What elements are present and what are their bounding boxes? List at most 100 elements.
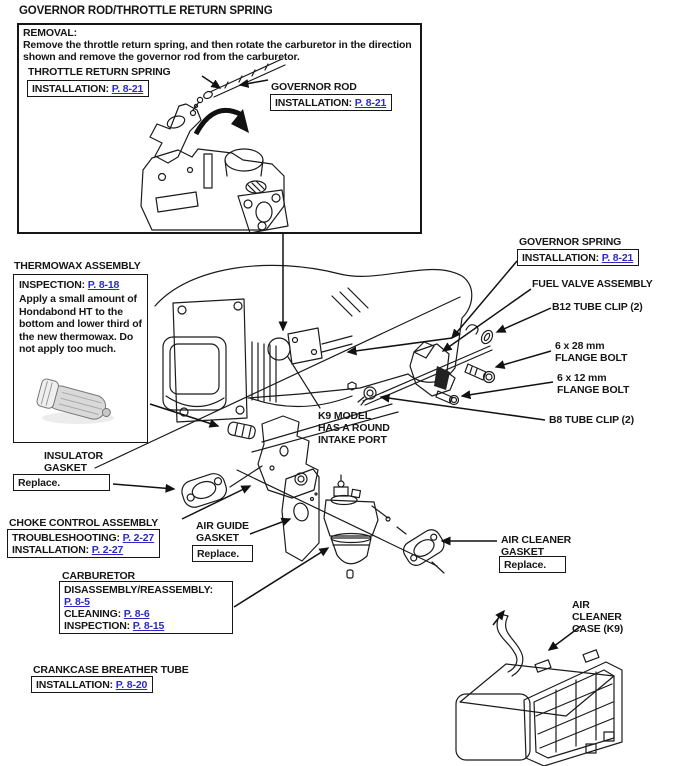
bolt-6x28-type: FLANGE BOLT [555,352,628,364]
governor-rod-install-link[interactable]: P. 8-21 [354,97,387,109]
air-cleaner-case-line3: CASE (K9) [572,623,624,635]
leader-air-guide-gasket [249,517,292,535]
governor-spring-ref-prefix: INSTALLATION: [522,252,602,264]
removal-heading: REMOVAL: [23,27,78,39]
carburetor-ref-box: DISASSEMBLY/REASSEMBLY: P. 8-5 CLEANING:… [59,581,233,634]
crankcase-breather-install-link[interactable]: P. 8-20 [115,679,148,691]
leader-6x28-bolt [494,350,552,369]
leader-b8-clip [379,393,546,421]
leader-insulator-gasket [112,483,176,493]
throttle-return-spring-ref-box: INSTALLATION: P. 8-21 [27,80,150,97]
breather-tube-drawing [492,609,524,677]
leader-governor-spring-1 [451,260,518,340]
thermowax-label: THERMOWAX ASSEMBLY [14,260,141,272]
air-cleaner-case-line2: CLEANER [572,611,622,623]
page-title: GOVERNOR ROD/THROTTLE RETURN SPRING [19,5,273,17]
insulator-gasket-drawing [181,473,227,508]
air-guide-line1: AIR GUIDE [196,520,249,532]
leader-thermowax [149,403,220,428]
bolt-6x12-size: 6 x 12 mm [557,372,607,384]
rotation-arrow [193,108,249,136]
removal-callout-frame [17,23,422,234]
air-cleaner-case-drawing [455,649,623,766]
carburetor-inspection-link[interactable]: P. 8-15 [132,620,165,632]
carburetor-cleaning-link[interactable]: P. 8-6 [123,608,150,620]
choke-installation-prefix: INSTALLATION: [12,544,92,556]
governor-spring-ref-box: INSTALLATION: P. 8-21 [517,249,640,266]
fuel-valve-parts-drawing [347,324,496,406]
air-cleaner-gasket-line2: GASKET [501,546,544,558]
thermowax-ref-prefix: INSPECTION: [19,279,88,291]
carburetor-label: CARBURETOR [62,570,135,582]
leader-choke-control [181,485,252,520]
leader-throttle-return-spring [201,75,222,89]
air-cleaner-gasket-drawing [396,526,445,574]
air-guide-gasket-action-box: Replace. [192,545,253,562]
choke-control-ref-box: TROUBLESHOOTING: P. 2-27 INSTALLATION: P… [7,529,161,558]
governor-spring-label: GOVERNOR SPRING [519,236,622,248]
air-guide-line2: GASKET [196,532,239,544]
removal-instructions: Remove the throttle return spring, and t… [23,39,412,63]
throttle-return-spring-install-link[interactable]: P. 8-21 [111,83,144,95]
air-cleaner-gasket-action-box: Replace. [499,556,566,573]
inset-carburetor-drawing [140,148,289,234]
air-cleaner-case-line1: AIR [572,599,590,611]
insulator-gasket-line2: GASKET [44,462,87,474]
fuel-valve-label: FUEL VALVE ASSEMBLY [532,278,653,290]
bolt-6x28-size: 6 x 28 mm [555,340,605,352]
throttle-lever-drawing [149,103,202,164]
crankcase-breather-ref-prefix: INSTALLATION: [36,679,116,691]
leader-governor-spring-2 [346,337,453,356]
b12-clip-label: B12 TUBE CLIP (2) [552,301,643,313]
choke-installation-link[interactable]: P. 2-27 [91,544,124,556]
choke-troubleshooting-prefix: TROUBLESHOOTING: [12,532,123,544]
throttle-return-spring-drawing [192,96,204,111]
governor-rod-label: GOVERNOR ROD [271,81,357,93]
leader-6x12-bolt [460,381,554,400]
governor-spring-install-link[interactable]: P. 8-21 [601,252,634,264]
carburetor-inspection-prefix: INSPECTION: [64,620,133,632]
b8-clip-label: B8 TUBE CLIP (2) [549,414,634,426]
carburetor-cleaning-prefix: CLEANING: [64,608,124,620]
crankcase-breather-ref-box: INSTALLATION: P. 8-20 [31,676,154,693]
leader-arrows [112,75,582,651]
thermowax-callout-frame [13,274,148,443]
choke-control-label: CHOKE CONTROL ASSEMBLY [9,517,159,529]
k9-note-line1: K9 MODEL [318,410,372,422]
leader-governor-rod [238,79,269,88]
thermowax-inspection-link[interactable]: P. 8-18 [87,279,120,291]
insulator-gasket-line1: INSULATOR [44,450,103,462]
carburetor-assembly-drawing [229,415,391,579]
leader-air-cleaner-case [547,625,582,651]
throttle-return-spring-ref-prefix: INSTALLATION: [32,83,112,95]
choke-troubleshooting-link[interactable]: P. 2-27 [122,532,155,544]
air-cleaner-gasket-line1: AIR CLEANER [501,534,572,546]
thermowax-note: Apply a small amount of Hondabond HT to … [19,293,142,355]
insulator-gasket-action-box: Replace. [13,474,110,491]
crankcase-breather-label: CRANKCASE BREATHER TUBE [33,664,189,676]
leader-b12-clip [495,307,552,333]
governor-rod-ref-prefix: INSTALLATION: [275,97,355,109]
throttle-return-spring-label: THROTTLE RETURN SPRING [28,66,171,78]
k9-note-line2: HAS A ROUND [318,422,390,434]
bolt-6x12-type: FLANGE BOLT [557,384,630,396]
leader-carburetor [233,547,330,608]
leader-fuel-valve [441,288,532,352]
governor-rod-ref-box: INSTALLATION: P. 8-21 [270,94,393,111]
governor-rod-drawing [203,58,286,100]
carburetor-disassembly-prefix: DISASSEMBLY/REASSEMBLY: [64,584,214,596]
thermowax-location-part [227,421,256,440]
k9-note-line3: INTAKE PORT [318,434,387,446]
thermowax-ref: INSPECTION: P. 8-18 [19,279,119,291]
thermowax-photo [36,378,114,424]
carburetor-disassembly-link[interactable]: P. 8-5 [64,596,90,608]
